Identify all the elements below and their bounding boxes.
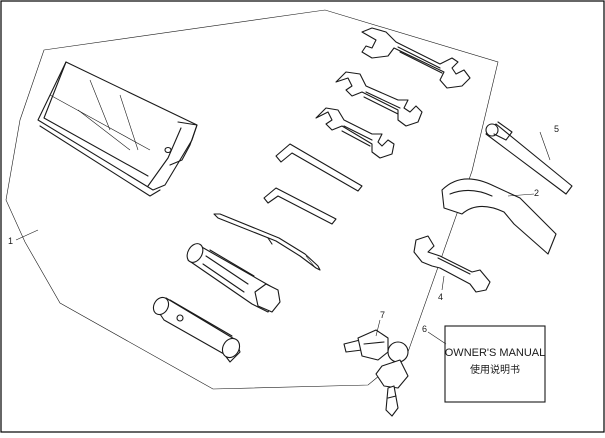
callout-6: 6 [422, 324, 427, 334]
callout-7: 7 [380, 310, 385, 320]
screwdriver-handle [186, 243, 281, 313]
hook-wrench [441, 178, 557, 255]
manual-title: OWNER'S MANUAL [445, 347, 546, 359]
box-spanner [152, 296, 241, 363]
leader-1 [15, 229, 39, 241]
leader-lines [15, 131, 551, 345]
owners-manual: OWNER'S MANUAL 使用说明书 [444, 325, 546, 403]
leader-6 [427, 331, 447, 345]
screwdriver-bit [213, 213, 321, 271]
double-wrench-large [361, 27, 471, 89]
open-end-wrench [413, 235, 491, 293]
leader-2 [507, 193, 535, 197]
double-wrench-small [315, 107, 395, 159]
tool-bag [37, 61, 198, 197]
hex-key-large [275, 143, 363, 192]
manual-cover [444, 325, 546, 403]
callout-2: 2 [534, 188, 539, 198]
spanner-rod [485, 121, 573, 195]
double-wrench-medium [335, 71, 423, 127]
kit-boundary-outline [5, 9, 499, 390]
manual-subtitle: 使用说明书 [470, 363, 520, 376]
hex-key-small [263, 187, 337, 225]
ignition-keys [343, 329, 409, 417]
callout-1: 1 [8, 236, 13, 246]
leader-5 [539, 131, 551, 161]
leader-4 [441, 275, 445, 291]
callout-4: 4 [438, 292, 443, 302]
leader-7 [375, 319, 381, 337]
callout-5: 5 [554, 124, 559, 134]
